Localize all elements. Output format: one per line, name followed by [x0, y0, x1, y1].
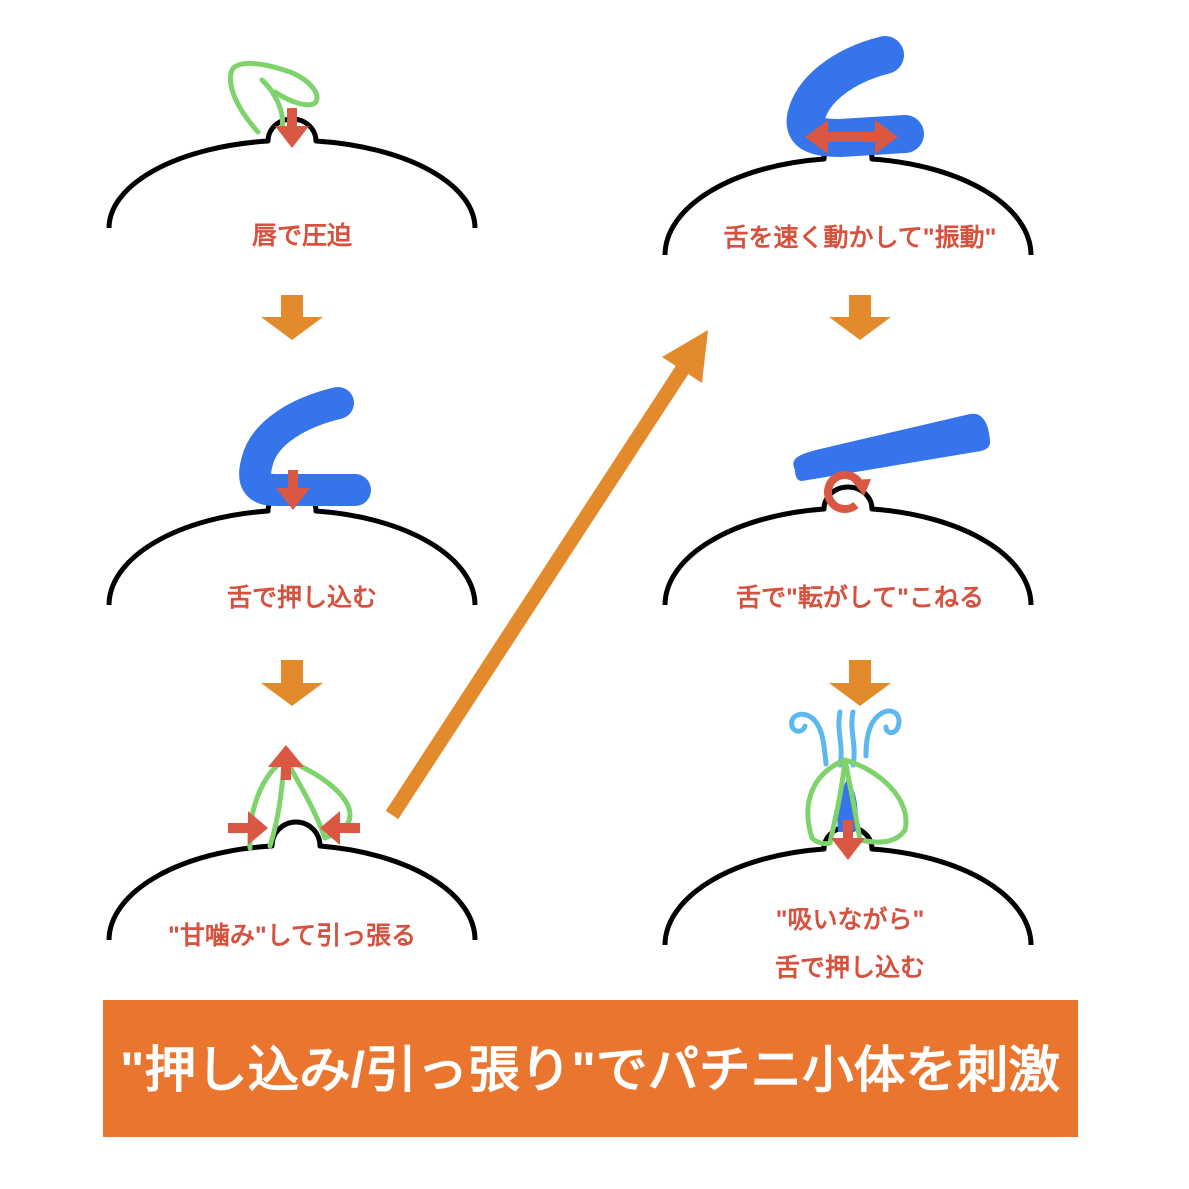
transition-arrow-shaft [385, 362, 691, 820]
step-tongue-push: 舌で押し込む [106, 387, 478, 612]
step-lips-press: 唇で圧迫 [106, 60, 478, 250]
next-step-arrow-icon [261, 660, 323, 706]
step-caption: 唇で圧迫 [252, 221, 353, 250]
step-bite-pull: "甘噛み"して引っ張る [106, 745, 478, 950]
tongue-icon [239, 387, 371, 506]
banner-text: "押し込み/引っ張り"でパチニ小体を刺激 [120, 1042, 1060, 1098]
step-suck-push: "吸いながら" 舌で押し込む [662, 708, 1034, 982]
suction-line-icon [836, 709, 844, 768]
breast-outline [662, 484, 1034, 606]
suction-swirl-left-icon [789, 711, 829, 767]
step-tongue-roll: 舌で"転がして"こねる [662, 413, 1034, 612]
suction-swirl-right-icon [863, 708, 902, 759]
step-caption: 舌で"転がして"こねる [736, 583, 984, 612]
step-caption: 舌で押し込む [227, 584, 377, 612]
column-transition-arrow-icon [385, 330, 708, 820]
roll-circular-arrow-icon [824, 471, 864, 513]
summary-banner: "押し込み/引っ張り"でパチニ小体を刺激 [103, 1000, 1078, 1137]
press-down-arrow-icon [276, 470, 310, 510]
vibrate-double-arrow-icon [805, 120, 898, 154]
breast-outline [106, 819, 478, 941]
step-caption: 舌を速く動かして"振動" [724, 224, 997, 252]
lips-right-icon [842, 757, 909, 845]
roll-arrow-head [851, 479, 871, 496]
next-step-arrow-icon [829, 660, 891, 706]
step-caption-line1: "吸いながら" [776, 905, 925, 934]
squeeze-left-arrow-icon [320, 811, 360, 845]
lips-left-icon [805, 757, 848, 847]
next-step-arrow-icon [261, 295, 323, 340]
pull-up-arrow-icon [268, 745, 304, 780]
transition-arrow-head [662, 330, 708, 383]
squeeze-right-arrow-icon [228, 811, 268, 845]
press-down-arrow-icon [275, 108, 309, 148]
suction-line-icon [849, 709, 857, 768]
step-tongue-vibrate: 舌を速く動かして"振動" [662, 36, 1034, 256]
lips-icon [228, 60, 320, 135]
press-down-arrow-icon [831, 820, 865, 860]
tongue-icon [793, 413, 991, 481]
next-step-arrow-icon [829, 295, 891, 340]
step-caption: "甘噛み"して引っ張る [168, 922, 416, 950]
lips-inner-line [259, 77, 286, 131]
banner-background [103, 1000, 1078, 1137]
step-caption-line2: 舌で押し込む [775, 954, 925, 982]
